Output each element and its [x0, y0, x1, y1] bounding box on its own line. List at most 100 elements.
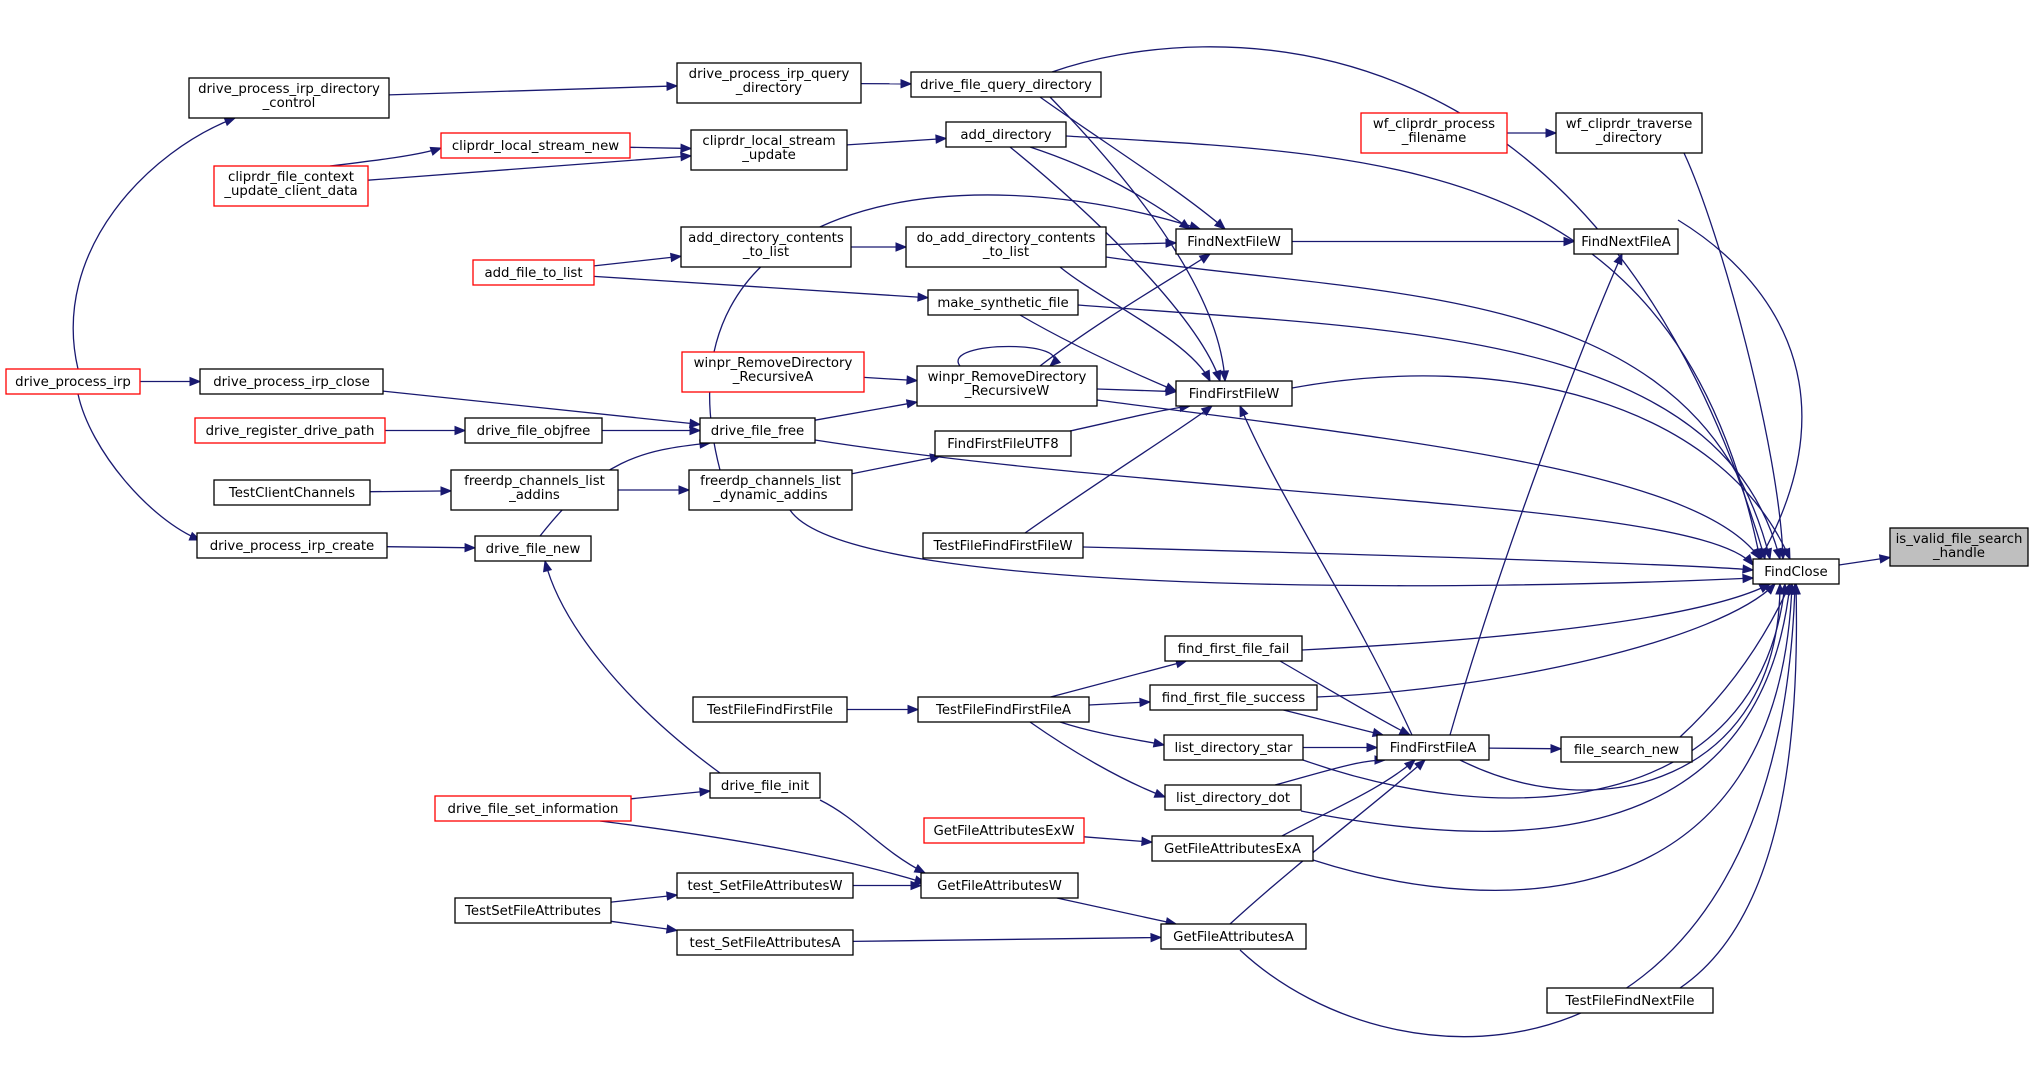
call-graph-edges [72, 46, 1892, 1038]
node-is-valid[interactable]: is_valid_file_search_handle [1889, 527, 2029, 567]
node-list-directory-star[interactable]: list_directory_star [1163, 734, 1304, 761]
edge-drive-process-irp-to-drive-process-irp-directory-control [72, 117, 237, 370]
edge-drive-process-irp-create-to-drive-file-new [386, 542, 477, 553]
node-drive-file-new[interactable]: drive_file_new [474, 535, 592, 562]
edge-add-file-to-list-to-make-synthetic-file [593, 275, 930, 302]
node-add-directory-contents-to-list[interactable]: add_directory_contents_to_list [680, 226, 852, 268]
node-label: add_file_to_list [484, 266, 582, 281]
node-label: test_SetFileAttributesW [687, 879, 842, 894]
edge-winpr-removedirectory-recursivew-to-findfirstfilew [1096, 386, 1178, 397]
node-find-first-file-fail[interactable]: find_first_file_fail [1164, 635, 1303, 662]
node-testfilefindfirstfile[interactable]: TestFileFindFirstFile [692, 696, 848, 723]
node-testsetfileattributes[interactable]: TestSetFileAttributes [454, 897, 612, 924]
node-getfileattributesw[interactable]: GetFileAttributesW [920, 872, 1079, 899]
node-findnextfilea[interactable]: FindNextFileA [1573, 228, 1679, 255]
node-cliprdr-local-stream-update[interactable]: cliprdr_local_stream_update [690, 129, 848, 171]
node-label: cliprdr_local_stream [702, 134, 835, 149]
node-find-first-file-success[interactable]: find_first_file_success [1149, 684, 1318, 711]
node-findnextfilew[interactable]: FindNextFileW [1175, 228, 1293, 255]
node-list-directory-dot[interactable]: list_directory_dot [1164, 784, 1302, 811]
edge-testfilefindfirstfilew-to-findclose [1082, 546, 1755, 574]
edge-findfirstfilea-to-file-search-new [1488, 743, 1563, 754]
node-label: TestFileFindFirstFile [706, 703, 833, 718]
edge-add-file-to-list-to-add-directory-contents-to-list [593, 252, 683, 267]
node-findfirstfilea[interactable]: FindFirstFileA [1376, 734, 1490, 761]
node-drive-file-free[interactable]: drive_file_free [699, 417, 816, 444]
node-findclose[interactable]: FindClose [1752, 558, 1840, 585]
node-testfilefindfirstfilea[interactable]: TestFileFindFirstFileA [917, 696, 1090, 723]
node-drive-file-objfree[interactable]: drive_file_objfree [464, 417, 603, 444]
node-label: _filename [1401, 131, 1467, 146]
node-label: drive_process_irp [15, 375, 131, 390]
node-getfileattributesexa[interactable]: GetFileAttributesExA [1151, 835, 1314, 862]
edge-findfirstfilew-to-findclose [1291, 375, 1791, 561]
edge-test-setfileattributesa-to-getfileattributesa [852, 932, 1163, 943]
edge-find-first-file-fail-to-findfirstfilea [1279, 660, 1412, 736]
node-label: _to_list [742, 245, 789, 260]
edge-wf-cliprdr-process-filename-to-wf-cliprdr-traverse-directory [1507, 128, 1558, 138]
node-label: GetFileAttributesW [937, 879, 1062, 894]
edge-add-directory-to-findfirstfilew [1009, 146, 1222, 383]
node-label: TestFileFindFirstFileW [932, 539, 1072, 554]
node-add-directory[interactable]: add_directory [945, 121, 1067, 148]
node-testfilefindfirstfilew[interactable]: TestFileFindFirstFileW [922, 532, 1084, 559]
edge-cliprdr-file-context-update-client-data-to-cliprdr-local-stream-update [367, 151, 693, 181]
node-freerdp-channels-list-dynamic-addins[interactable]: freerdp_channels_list_dynamic_addins [688, 469, 853, 511]
node-drive-process-irp-close[interactable]: drive_process_irp_close [199, 368, 384, 395]
node-cliprdr-file-context-update-client-data[interactable]: cliprdr_file_context_update_client_data [213, 165, 369, 207]
node-testfilefindnextfile[interactable]: TestFileFindNextFile [1546, 987, 1714, 1014]
node-drive-register-drive-path[interactable]: drive_register_drive_path [194, 417, 386, 444]
node-label: drive_file_new [486, 542, 581, 557]
node-file-search-new[interactable]: file_search_new [1560, 736, 1693, 763]
node-drive-file-set-information[interactable]: drive_file_set_information [434, 795, 632, 822]
node-winpr-removedirectory-recursivew[interactable]: winpr_RemoveDirectory_RecursiveW [916, 365, 1098, 407]
edge-drive-file-free-to-findclose [814, 439, 1754, 567]
node-label: FindFirstFileA [1390, 741, 1477, 756]
node-label: TestFileFindFirstFileA [935, 703, 1071, 718]
node-label: _control [262, 96, 316, 111]
node-drive-process-irp[interactable]: drive_process_irp [5, 368, 141, 395]
edge-drive-register-drive-path-to-drive-file-objfree [385, 425, 467, 436]
node-label: FindNextFileA [1581, 235, 1671, 250]
node-label: wf_cliprdr_process [1373, 117, 1495, 132]
edge-findnextfilea-to-findclose [1677, 219, 1803, 561]
node-winpr-removedirectory-recursivea[interactable]: winpr_RemoveDirectory_RecursiveA [681, 351, 865, 393]
node-test-setfileattributesa[interactable]: test_SetFileAttributesA [676, 929, 854, 956]
node-wf-cliprdr-traverse-directory[interactable]: wf_cliprdr_traverse_directory [1555, 112, 1703, 154]
edge-drive-file-set-information-to-drive-file-init [630, 787, 712, 800]
node-drive-process-irp-create[interactable]: drive_process_irp_create [196, 532, 388, 559]
node-cliprdr-local-stream-new[interactable]: cliprdr_local_stream_new [440, 132, 631, 159]
edge-drive-file-init-to-getfileattributesw [819, 799, 927, 874]
node-label: wf_cliprdr_traverse [1566, 117, 1693, 132]
node-testclientchannels[interactable]: TestClientChannels [213, 479, 371, 506]
node-test-setfileattributesw[interactable]: test_SetFileAttributesW [676, 872, 854, 899]
node-drive-file-init[interactable]: drive_file_init [709, 772, 821, 799]
node-label: drive_file_objfree [477, 424, 591, 439]
node-make-synthetic-file[interactable]: make_synthetic_file [927, 289, 1079, 316]
node-label: _to_list [982, 245, 1029, 260]
node-label: drive_process_irp_create [210, 539, 375, 554]
node-freerdp-channels-list-addins[interactable]: freerdp_channels_list_addins [450, 469, 619, 511]
node-label: cliprdr_file_context [228, 170, 354, 185]
edge-make-synthetic-file-to-findclose [1077, 304, 1782, 561]
edge-drive-file-free-to-winpr-removedirectory-recursivew [814, 399, 919, 421]
node-label: FindFirstFileW [1189, 387, 1280, 402]
node-drive-process-irp-directory-control[interactable]: drive_process_irp_directory_control [188, 77, 390, 119]
node-label: _update [741, 148, 796, 163]
node-drive-process-irp-query-directory[interactable]: drive_process_irp_query_directory [676, 62, 862, 104]
edge-testsetfileattributes-to-test-setfileattributesw [610, 891, 679, 903]
node-getfileattributesexw[interactable]: GetFileAttributesExW [923, 817, 1085, 844]
node-findfirstfilew[interactable]: FindFirstFileW [1175, 380, 1293, 407]
edge-winpr-removedirectory-recursivew-to-findnextfilew [1039, 253, 1212, 367]
node-getfileattributesa[interactable]: GetFileAttributesA [1160, 923, 1307, 950]
node-wf-cliprdr-process-filename[interactable]: wf_cliprdr_process_filename [1360, 112, 1508, 154]
node-drive-file-query-directory[interactable]: drive_file_query_directory [910, 71, 1102, 98]
node-do-add-directory-contents-to-list[interactable]: do_add_directory_contents_to_list [905, 226, 1107, 268]
node-add-file-to-list[interactable]: add_file_to_list [472, 259, 595, 286]
edge-testclientchannels-to-freerdp-channels-list-addins [369, 486, 453, 496]
edge-findfirstfilea-to-findnextfilea [1449, 252, 1623, 736]
edge-testfilefindfirstfilew-to-findfirstfilew [1024, 405, 1214, 534]
edge-wf-cliprdr-traverse-directory-to-findclose [1683, 152, 1788, 561]
node-findfirstfileutf8[interactable]: FindFirstFileUTF8 [934, 430, 1072, 457]
node-label: winpr_RemoveDirectory [694, 356, 853, 371]
